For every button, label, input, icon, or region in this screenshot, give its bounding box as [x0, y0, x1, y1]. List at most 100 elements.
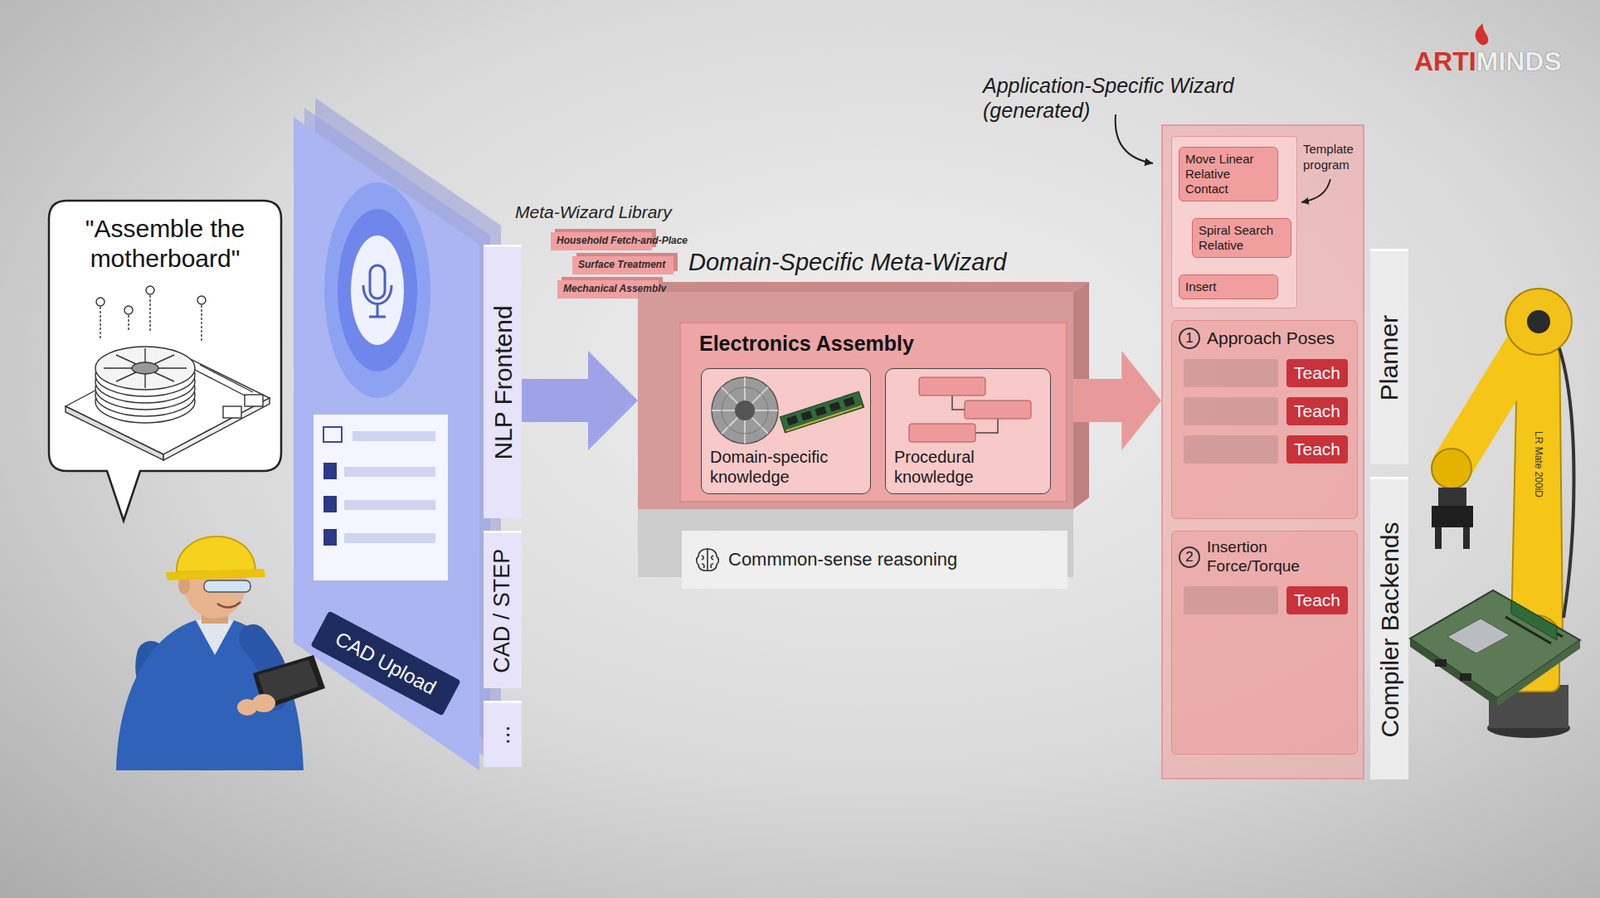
robot-arm — [1431, 505, 1474, 528]
fan-and-ram — [779, 391, 864, 433]
microphone-icon — [369, 265, 385, 299]
motherboard — [1434, 659, 1447, 667]
upload-button: CAD Upload — [310, 611, 461, 717]
fan-and-ram — [721, 387, 769, 434]
microphone-icon — [363, 265, 392, 317]
logo: ARTIMINDS — [1414, 48, 1562, 75]
frontend-tab-text: CAD / STEP — [490, 548, 516, 673]
worker — [176, 536, 256, 573]
meta-wizard-depth — [637, 282, 1090, 292]
procedure-sketch — [964, 400, 1032, 419]
brain-icon — [693, 545, 722, 574]
logo-flame — [1475, 23, 1489, 45]
motherboard — [1410, 590, 1581, 707]
domain-box: Electronics Assembly Domain-specific kno… — [679, 321, 1068, 503]
upload-form — [344, 500, 436, 511]
frontend-tab: NLP Frontend — [483, 244, 522, 519]
procedure-sketch — [885, 369, 1052, 453]
brain-icon — [696, 549, 720, 571]
worker — [204, 580, 251, 593]
speech-bubble-text: "Assemble the motherboard" — [47, 199, 283, 274]
parameter-section-text: 2 — [1178, 546, 1201, 569]
frontend-panel — [324, 182, 431, 399]
parameter-section: 2Insertion Force/TorqueTeach — [1171, 530, 1358, 755]
backend-tab: Compiler Backends — [1370, 476, 1409, 780]
step-box: Move Linear Relative Contact — [1178, 146, 1279, 202]
fan-and-ram — [843, 397, 856, 408]
motherboard — [1447, 618, 1510, 654]
teach-button: Teach — [1286, 359, 1348, 388]
knowledge-box-text: Procedural knowledge — [894, 447, 1042, 487]
logo-word: ARTI — [1414, 48, 1477, 75]
motherboard-sketch — [131, 362, 159, 375]
worker — [217, 602, 241, 608]
teach-button: Teach — [1286, 586, 1348, 615]
frontend-tab: ... — [483, 700, 522, 768]
frontend-panel — [350, 235, 404, 346]
model-label: LR Mate 200iD — [1532, 431, 1545, 498]
frontend-panel — [293, 116, 480, 771]
fan-and-ram — [711, 377, 779, 444]
fan-and-ram — [779, 391, 864, 433]
motherboard — [1511, 600, 1557, 641]
step-box-text: Spiral Search Relative — [1198, 223, 1285, 253]
teach-button: Teach — [1286, 397, 1348, 426]
teach-button-text: Teach — [1286, 590, 1348, 611]
upload-form — [323, 462, 337, 480]
microphone-icon — [376, 305, 380, 317]
motherboard — [1459, 673, 1472, 681]
parameter-section-text: Insertion Force/Torque — [1206, 538, 1350, 577]
teach-button: Teach — [1286, 435, 1348, 464]
template-pointer — [1301, 179, 1331, 203]
motherboard-sketch — [96, 297, 105, 307]
microphone-icon — [369, 316, 386, 319]
library-card-text: Surface Treatment — [578, 259, 668, 272]
step-box-text: Insert — [1185, 279, 1272, 295]
flow-arrow — [521, 350, 638, 451]
step-box: Insert — [1178, 274, 1279, 300]
meta-wizard-box: Domain-Specific Meta-WizardElectronics A… — [637, 291, 1074, 510]
step-box-text: Move Linear Relative Contact — [1185, 151, 1272, 197]
fan-and-ram — [786, 415, 798, 426]
reasoning-band: Commmon-sense reasoning — [681, 530, 1068, 589]
backend-tab-text: Compiler Backends — [1376, 521, 1404, 738]
library-card-text: Household Fetch-and-Place — [556, 235, 647, 248]
upload-form — [323, 496, 337, 513]
upload-form — [323, 427, 342, 443]
wizard-panel-text: Application-Specific Wizard (generated) — [982, 72, 1282, 123]
motherboard-sketch — [95, 346, 195, 390]
robot-arm — [1463, 527, 1470, 550]
generated-pointer — [1115, 114, 1153, 164]
fan-and-ram — [711, 377, 779, 444]
microphone-icon — [363, 285, 392, 305]
fan-and-ram — [786, 406, 862, 432]
worker — [237, 699, 258, 716]
frontend-tab: CAD / STEP — [483, 530, 522, 689]
parameter-section: 1Approach PosesTeachTeachTeach — [1171, 320, 1358, 520]
motherboard-sketch — [103, 348, 187, 389]
knowledge-box-text: Domain-specific knowledge — [710, 447, 862, 487]
motherboard-sketch — [197, 296, 206, 305]
teach-button-text: Teach — [1286, 401, 1348, 422]
library-stack-text: Meta-Wizard Library — [515, 202, 715, 223]
speech-bubble: "Assemble the motherboard" — [47, 199, 283, 473]
teach-button-text: Teach — [1286, 439, 1348, 460]
upload-form — [344, 533, 436, 544]
template-box-text: Template program — [1303, 141, 1360, 174]
teach-button-text: Teach — [1286, 363, 1348, 384]
fan-and-ram — [814, 406, 827, 417]
backend-tab: Planner — [1370, 248, 1409, 465]
upload-button-text: CAD Upload — [331, 627, 441, 700]
worker — [165, 568, 266, 581]
reasoning-band-text: Commmon-sense reasoning — [728, 549, 958, 571]
frontend-panel — [337, 209, 418, 372]
upload-form — [323, 529, 337, 546]
fan-and-ram — [734, 400, 755, 421]
upload-form — [344, 466, 436, 477]
library-card: Surface Treatment — [572, 256, 674, 275]
robot-arm — [1505, 288, 1572, 356]
frontend-tab-text: ... — [490, 725, 516, 745]
wizard-panel: Application-Specific Wizard (generated)T… — [1161, 124, 1365, 780]
